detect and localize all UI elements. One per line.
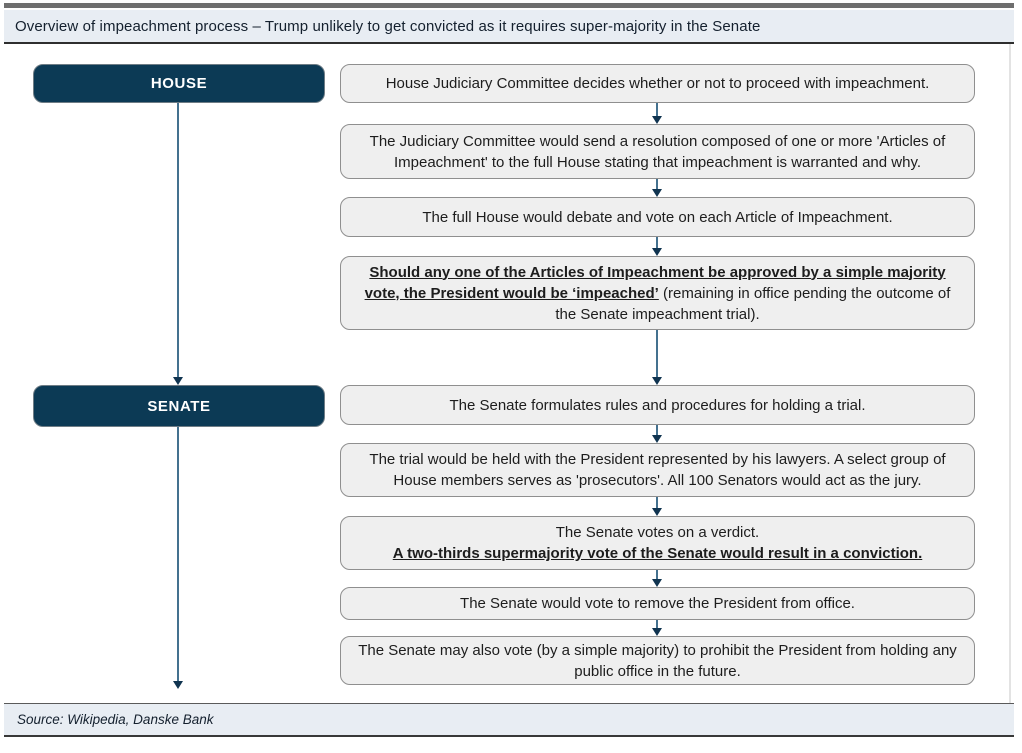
flow-step-5-text: The Senate formulates rules and procedur…	[449, 396, 866, 414]
flow-step-7: The Senate votes on a verdict.A two-thir…	[340, 516, 975, 570]
flow-step-8: The Senate would vote to remove the Pres…	[340, 587, 975, 620]
stage-senate: SENATE	[33, 385, 325, 427]
stage-house-label: HOUSE	[150, 75, 208, 92]
arrow-step-6-7	[651, 497, 662, 516]
flow-step-6: The trial would be held with the Preside…	[340, 443, 975, 497]
flow-step-3-text: The full House would debate and vote on …	[422, 208, 893, 226]
source-bar: Source: Wikipedia, Danske Bank	[4, 703, 1014, 737]
arrow-step-5-6	[651, 425, 662, 443]
flow-step-4-text: Should any one of the Articles of Impeac…	[364, 263, 951, 323]
arrow-step-2-3	[651, 179, 662, 197]
arrow-step-3-4	[651, 237, 662, 256]
arrow-step-8-9	[651, 620, 662, 636]
flow-step-4: Should any one of the Articles of Impeac…	[340, 256, 975, 330]
flow-step-9-text: The Senate may also vote (by a simple ma…	[358, 641, 957, 680]
flow-step-8-text: The Senate would vote to remove the Pres…	[460, 595, 855, 612]
flow-step-9: The Senate may also vote (by a simple ma…	[340, 636, 975, 685]
flow-step-1-text: House Judiciary Committee decides whethe…	[385, 75, 930, 92]
flow-step-2: The Judiciary Committee would send a res…	[340, 124, 975, 179]
right-edge-line	[1009, 44, 1011, 703]
stage-house: HOUSE	[33, 64, 325, 103]
flow-step-5: The Senate formulates rules and procedur…	[340, 385, 975, 425]
flow-step-1: House Judiciary Committee decides whethe…	[340, 64, 975, 103]
arrow-step-1-2	[651, 103, 662, 124]
title-bar: Overview of impeachment process – Trump …	[4, 10, 1014, 44]
arrow-house-to-senate	[172, 103, 183, 385]
page-title: Overview of impeachment process – Trump …	[15, 17, 761, 35]
top-rule	[4, 3, 1014, 8]
arrow-step-7-8	[651, 570, 662, 587]
flow-step-7-text: The Senate votes on a verdict.A two-thir…	[392, 524, 923, 562]
source-text: Source: Wikipedia, Danske Bank	[17, 712, 214, 727]
flow-step-3: The full House would debate and vote on …	[340, 197, 975, 237]
flow-step-2-text: The Judiciary Committee would send a res…	[369, 132, 946, 171]
arrow-step-4-5	[651, 330, 662, 385]
flow-step-6-text: The trial would be held with the Preside…	[369, 451, 946, 489]
arrow-senate-down	[172, 427, 183, 689]
stage-senate-label: SENATE	[147, 397, 211, 415]
